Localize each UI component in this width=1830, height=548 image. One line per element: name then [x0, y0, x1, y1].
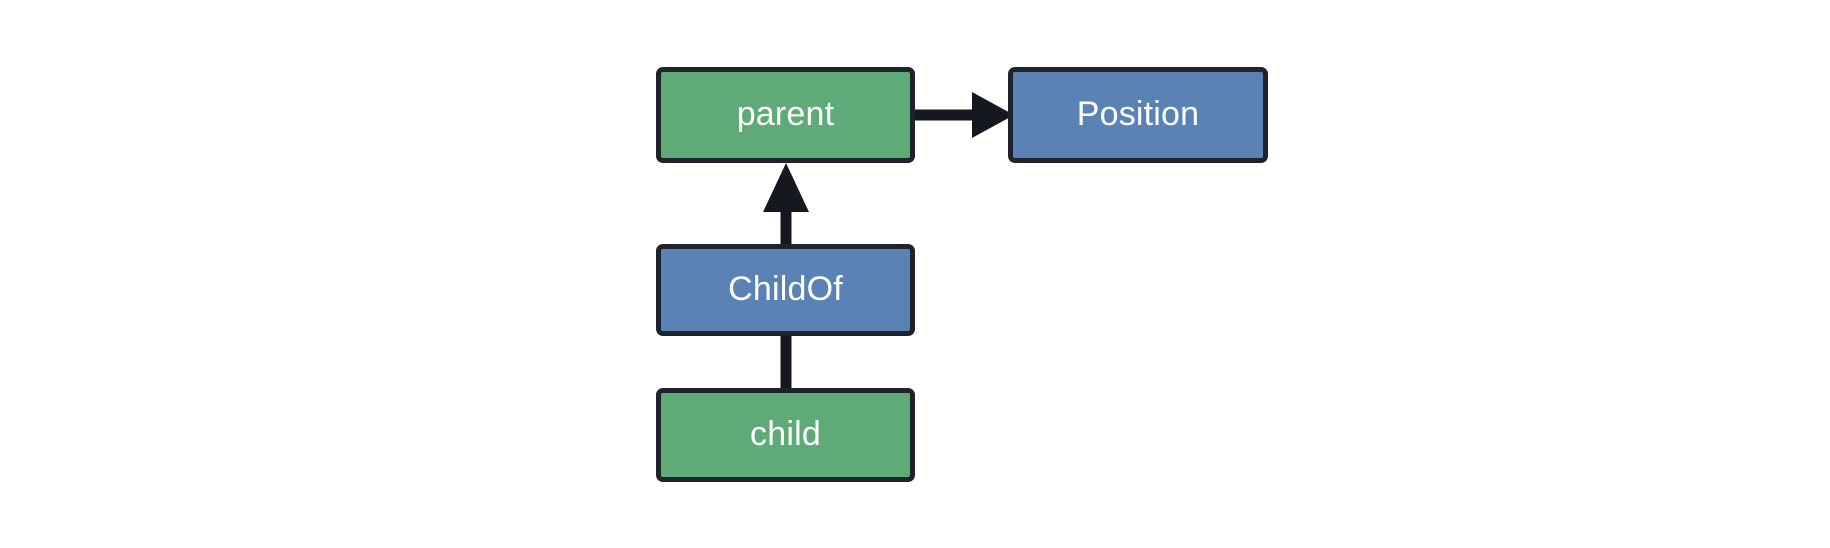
- node-parent[interactable]: parent: [656, 67, 915, 163]
- node-childof[interactable]: ChildOf: [656, 244, 915, 336]
- node-childof-label: ChildOf: [728, 270, 843, 308]
- edge-childof-to-parent: [763, 163, 809, 248]
- node-position-label: Position: [1076, 95, 1200, 133]
- node-child-label: child: [750, 415, 821, 453]
- node-position[interactable]: Position: [1008, 67, 1268, 163]
- node-child[interactable]: child: [656, 388, 915, 482]
- edge-parent-to-position: [912, 92, 1014, 138]
- node-parent-label: parent: [736, 95, 835, 133]
